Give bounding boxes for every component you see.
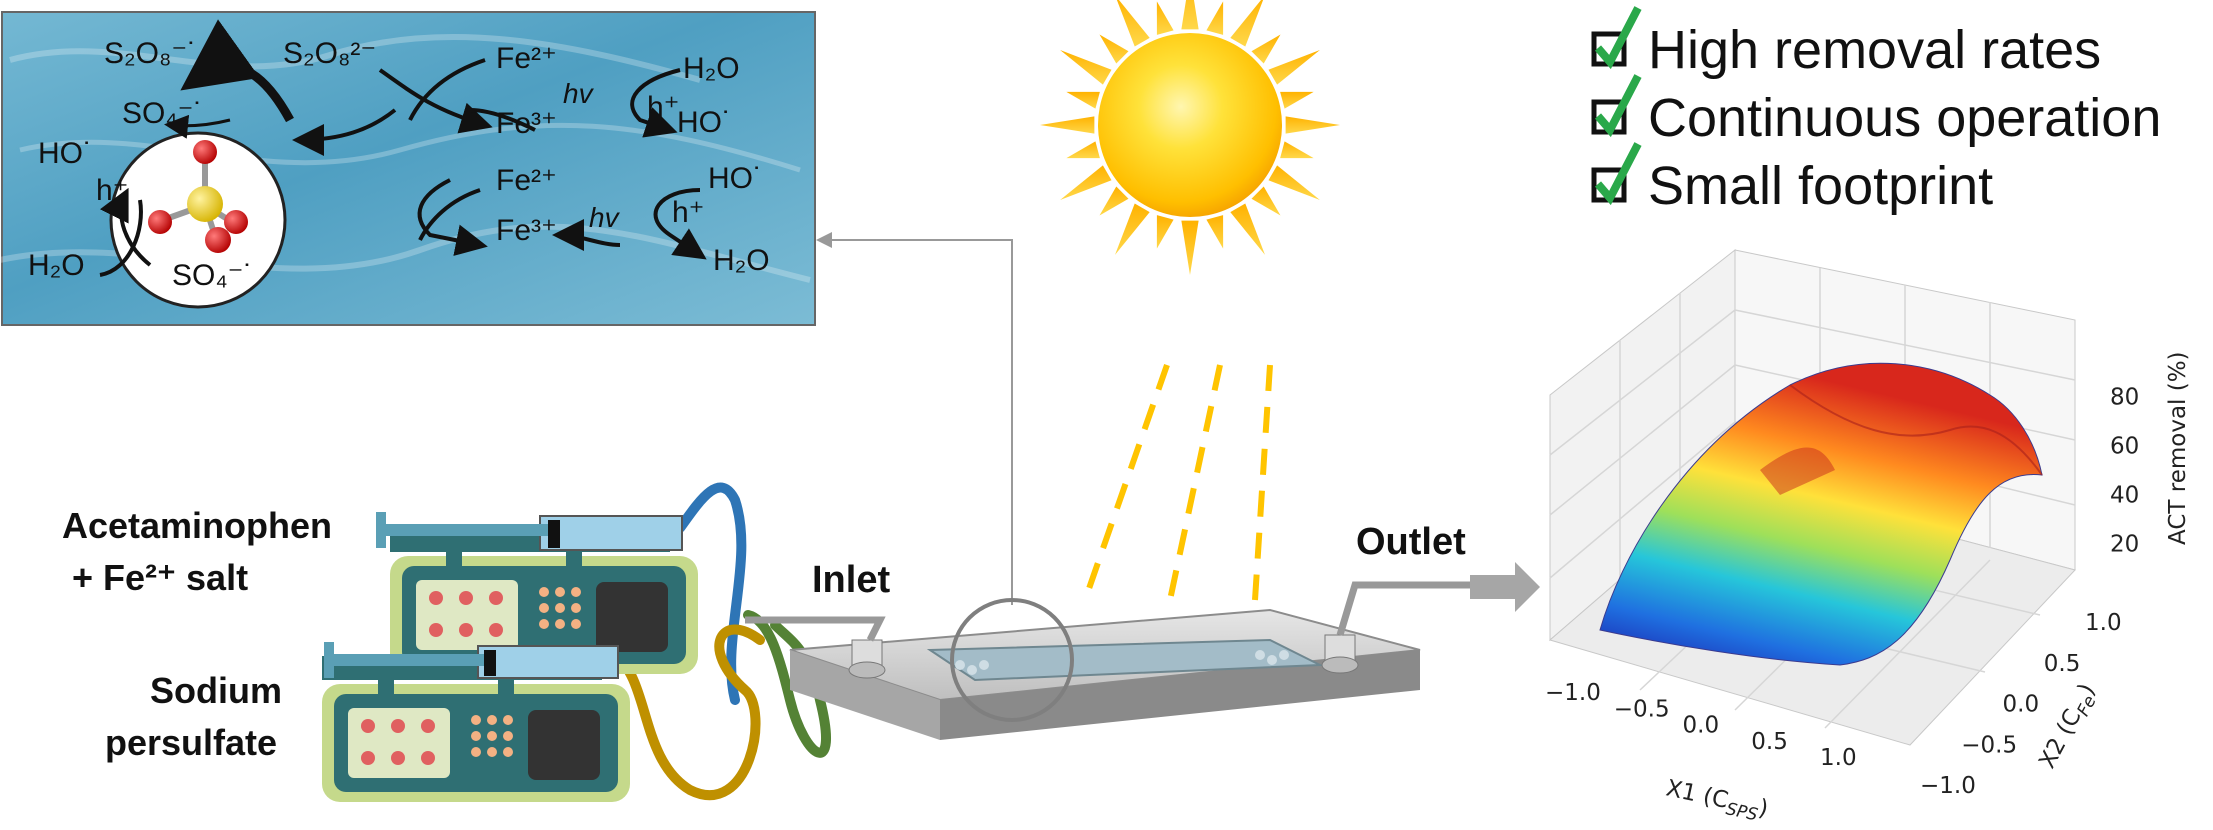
sun-ray [1099,186,1129,216]
z-tick-label: 80 [2110,385,2139,411]
hv-bottom-label: hv [589,202,621,233]
sun-ray [1181,220,1199,275]
s2o8-label: S₂O₈²⁻ [283,37,376,70]
y-tick-label: −1.0 [1920,773,1976,799]
h-plus-bottom-label: h⁺ [672,196,705,229]
checkmark-icon [1594,6,1642,70]
x-tick-label: 1.0 [1820,745,1857,771]
ho-bottom-label: HO˙ [708,162,763,195]
sun-ray [1285,116,1340,134]
benefit-item: Continuous operation [1591,74,2161,148]
sun-ray [1066,141,1100,159]
benefits-list: High removal rates Continuous operation … [1591,6,2161,216]
y-tick-label: −0.5 [1961,732,2017,758]
h2o-top-label: H₂O [683,52,740,85]
y-tick-label: 0.0 [2003,692,2040,718]
z-tick-label: 20 [2110,532,2139,558]
reaction-arrows [99,19,707,277]
z-axis-label: ACT removal (%) [2165,351,2191,545]
z-tick-label: 40 [2110,483,2139,509]
inlet-label: Inlet [812,559,890,601]
sun-ray [1060,165,1112,200]
x-axis-label: X1 (CSPS) [1663,775,1771,827]
sun-ray [1115,203,1150,255]
z-tick-label: 60 [2110,434,2139,460]
sun-ray [1040,116,1095,134]
pump-labels: Acetaminophen + Fe²⁺ salt Sodium persulf… [62,505,332,763]
response-surface [1599,362,2043,666]
sunlight-beams [1082,364,1273,601]
sun-ray [1251,186,1281,216]
benefit-label: Small footprint [1648,156,1993,216]
syringe-pump-2 [322,642,630,802]
hv-top-label: hv [563,78,595,109]
sun-ray [1060,50,1112,85]
pump2-label-line2: persulfate [105,722,277,763]
y-tick-label: 1.0 [2085,610,2122,636]
sun-ray [1116,0,1150,47]
fe2-top-label: Fe²⁺ [496,42,557,75]
y-tick-label: 0.5 [2044,651,2081,677]
sun-ray [1280,141,1314,159]
sun-ray [1156,1,1174,35]
h-plus-top-label: h⁺ [647,91,680,124]
outlet-arrow-icon [1470,562,1540,612]
checkmark-icon [1594,74,1642,138]
sulfate-molecule-icon [148,140,248,253]
sun-icon [1040,0,1340,275]
fe3-bottom-label: Fe³⁺ [496,214,557,247]
sun-ray [1268,165,1320,200]
sun-ray [1230,0,1264,47]
y-axis-label: X2 (CFe) [2034,679,2105,775]
x-tick-label: −1.0 [1545,680,1601,706]
fe2-bottom-label: Fe²⁺ [496,164,557,197]
sun-ray [1268,50,1320,85]
photoreactor [745,581,1470,740]
x-tick-label: 0.0 [1683,713,1720,739]
pump2-label-line1: Sodium [150,670,282,711]
sun-ray [1156,215,1174,249]
mechanism-panel: SO₄⁻˙ S₂O₈⁻˙ S₂O₈²⁻ SO₄⁻˙ HO˙ h⁺ H₂O Fe²… [0,11,816,326]
s2o8-radical-label: S₂O₈⁻˙ [104,37,197,70]
benefit-item: High removal rates [1591,6,2101,80]
h2o-bottom-label: H₂O [713,244,770,277]
zoom-connector-line [816,232,1013,605]
benefit-label: High removal rates [1648,20,2101,80]
sun-ray [1206,1,1224,35]
sun-ray [1251,34,1281,64]
center-label: SO₄⁻˙ [172,259,253,292]
syringe-pump-1 [376,512,698,674]
sun-ray [1230,203,1265,255]
x-tick-label: −0.5 [1614,696,1670,722]
x-tick-label: 0.5 [1751,729,1788,755]
ho-top-label: HO˙ [677,106,732,139]
sun-ray [1099,34,1129,64]
svg-text:X2 (CFe): X2 (CFe) [2034,679,2105,775]
benefit-item: Small footprint [1591,142,1993,216]
sun-ray [1206,215,1224,249]
fe3-top-label: Fe³⁺ [496,107,557,140]
pump1-label-line1: Acetaminophen [62,505,332,546]
checkmark-icon [1594,142,1642,206]
sun-ray [1181,0,1199,30]
sun-ray [1066,91,1100,109]
svg-text:X1 (CSPS): X1 (CSPS) [1663,775,1771,827]
h2o-left-label: H₂O [28,249,85,282]
tube-blue [675,482,747,705]
pump1-label-line2: + Fe²⁺ salt [72,557,248,598]
sun-ray [1280,91,1314,109]
ho-radical-left-label: HO˙ [38,137,93,170]
zoom-circle [950,598,1074,722]
outlet-label: Outlet [1356,521,1466,563]
benefit-label: Continuous operation [1648,88,2161,148]
tube-gold [610,624,765,801]
